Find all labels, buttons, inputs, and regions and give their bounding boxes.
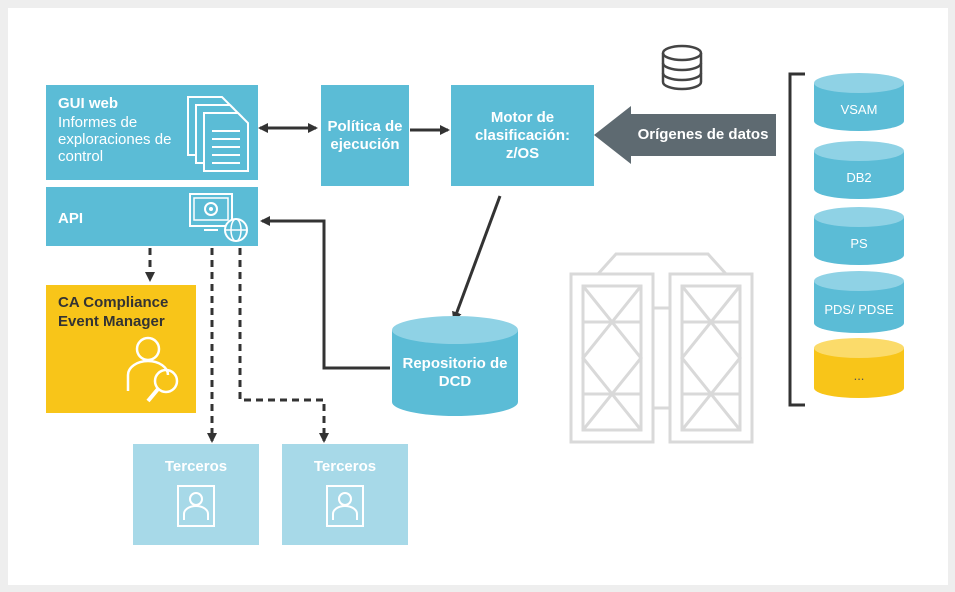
third-party-box-2: Terceros	[282, 444, 408, 545]
cylinder-db2	[814, 141, 904, 199]
classification-engine-box: Motor de clasificación: z/OS	[451, 85, 594, 186]
diagram-canvas: GUI web Informes de exploraciones de con…	[8, 8, 948, 585]
user-icon	[326, 485, 364, 527]
data-sources-arrow	[594, 106, 776, 164]
classification-engine-label: Motor de clasificación: z/OS	[474, 108, 571, 162]
mainframe-icon	[569, 252, 754, 444]
api-title: API	[58, 210, 84, 227]
database-icon	[661, 44, 703, 91]
dataset-label-pds: PDS/ PDSE	[824, 301, 894, 317]
datasets-bracket	[788, 72, 805, 407]
third-party-label-1: Terceros	[164, 458, 228, 475]
cylinder-other	[814, 338, 904, 398]
engine-repository-arrow	[452, 195, 502, 322]
repository-api-arrow	[260, 216, 390, 370]
dataset-label-ps: PS	[850, 235, 868, 251]
dataset-label-other: ...	[853, 367, 865, 383]
third-party-box-1: Terceros	[133, 444, 259, 545]
api-box: API	[46, 187, 258, 246]
connectors	[145, 44, 904, 444]
gear-globe-icon	[189, 193, 248, 242]
dataset-label-db2: DB2	[846, 169, 872, 185]
execution-policy-label: Política de ejecución	[327, 117, 403, 153]
repository-cylinder	[392, 316, 518, 416]
third-party-label-2: Terceros	[313, 458, 377, 475]
ca-title: CA Compliance Event Manager	[58, 294, 169, 330]
dataset-label-vsam: VSAM	[840, 101, 878, 117]
repository-label: Repositorio de DCD	[402, 355, 508, 390]
cylinder-pds	[814, 271, 904, 333]
document-icon	[187, 96, 249, 172]
data-sources-label: Orígenes de datos	[637, 126, 769, 143]
api-third2-arrow	[238, 248, 329, 443]
gui-subtitle: Informes de exploraciones de control	[58, 114, 172, 165]
user-icon	[177, 485, 215, 527]
user-search-icon	[126, 336, 179, 403]
ca-compliance-box: CA Compliance Event Manager	[46, 285, 196, 413]
cylinder-vsam	[814, 73, 904, 131]
gui-title: GUI web	[58, 95, 119, 112]
dataset-cylinders	[814, 73, 904, 398]
cylinder-ps	[814, 207, 904, 265]
gui-web-box: GUI web Informes de exploraciones de con…	[46, 85, 258, 180]
execution-policy-box: Política de ejecución	[321, 85, 409, 186]
